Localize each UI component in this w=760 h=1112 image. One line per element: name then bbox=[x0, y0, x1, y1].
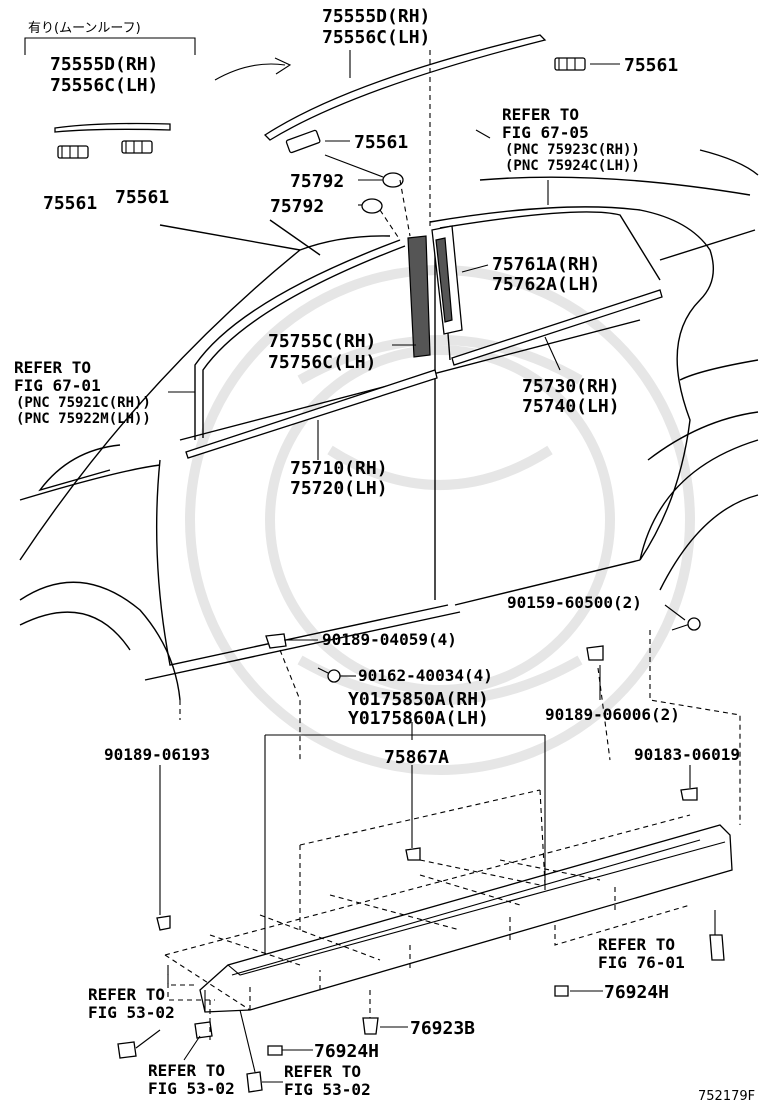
label-refer-fig7601-1: REFER TO bbox=[598, 935, 675, 954]
belt-moulding-75730 bbox=[451, 289, 663, 366]
label-refer-fig7601-2: FIG 76-01 bbox=[598, 953, 685, 972]
label-90189-06006: 90189-06006(2) bbox=[545, 705, 680, 724]
clip-90189-06006 bbox=[586, 645, 604, 661]
screw-fig5302-c bbox=[246, 1071, 263, 1093]
label-75710-rh: 75710(RH) bbox=[290, 458, 388, 479]
label-refer-fig6705-1: REFER TO bbox=[502, 105, 579, 124]
clip-75561-topright bbox=[554, 57, 586, 71]
label-refer-fig5302-c-2: FIG 53-02 bbox=[284, 1080, 371, 1099]
clip-75561-left-b bbox=[121, 140, 153, 154]
clip-76924h-bottom bbox=[267, 1045, 283, 1056]
label-90159-60500: 90159-60500(2) bbox=[507, 593, 642, 612]
bolt-90159-60500 bbox=[671, 617, 701, 631]
belt-moulding-75710 bbox=[185, 369, 438, 459]
moonroof-bracket: 有り(ムーンルーフ) bbox=[24, 21, 196, 55]
label-75762a-lh: 75762A(LH) bbox=[492, 274, 600, 295]
label-75561-topright: 75561 bbox=[624, 55, 678, 76]
label-refer-fig6701-4: (PNC 75922M(LH)) bbox=[16, 411, 151, 427]
label-90189-04059: 90189-04059(4) bbox=[322, 630, 457, 649]
label-75555d-rh-left: 75555D(RH) bbox=[50, 54, 158, 75]
label-76924h-right: 76924H bbox=[604, 982, 669, 1003]
clip-75561-mid bbox=[285, 129, 321, 154]
label-y0175860a-lh: Y0175860A(LH) bbox=[348, 708, 489, 729]
label-75756c-lh: 75756C(LH) bbox=[268, 352, 376, 373]
label-90162-40034: 90162-40034(4) bbox=[358, 666, 493, 685]
label-refer-fig6701-3: (PNC 75921C(RH)) bbox=[16, 395, 151, 411]
pillar-garnish-inner bbox=[435, 237, 453, 323]
label-75867a: 75867A bbox=[384, 747, 449, 768]
label-refer-fig5302-c-1: REFER TO bbox=[284, 1062, 361, 1081]
roof-moulding bbox=[263, 34, 547, 141]
label-y0175850a-rh: Y0175850A(RH) bbox=[348, 689, 489, 710]
label-75720-lh: 75720(LH) bbox=[290, 478, 388, 499]
label-75561-left-a: 75561 bbox=[43, 193, 97, 214]
label-76924h-bottom: 76924H bbox=[314, 1041, 379, 1062]
label-75556c-lh-top: 75556C(LH) bbox=[322, 27, 430, 48]
label-refer-fig6705-2: FIG 67-05 bbox=[502, 123, 589, 142]
part-labels: 75555D(RH) 75556C(LH) 75561 75561 75555D… bbox=[14, 6, 755, 1104]
label-refer-fig5302-a-1: REFER TO bbox=[88, 985, 165, 1004]
clip-76924h-right bbox=[554, 985, 569, 997]
clip-fig5302-b bbox=[194, 1021, 213, 1039]
label-90189-06193: 90189-06193 bbox=[104, 745, 210, 764]
screw-fig5302-a bbox=[117, 1041, 137, 1059]
label-75792-b: 75792 bbox=[270, 196, 324, 217]
clip-76923b bbox=[362, 1017, 379, 1035]
label-refer-fig6701-1: REFER TO bbox=[14, 358, 91, 377]
label-refer-fig6701-2: FIG 67-01 bbox=[14, 376, 101, 395]
screw-fig7601 bbox=[709, 934, 725, 961]
label-76923b: 76923B bbox=[410, 1018, 475, 1039]
label-refer-fig6705-3: (PNC 75923C(RH)) bbox=[505, 142, 640, 158]
label-75755c-rh: 75755C(RH) bbox=[268, 331, 376, 352]
rocker-dashed-grid bbox=[164, 789, 691, 1011]
diagram-code: 752179F bbox=[698, 1089, 755, 1104]
label-75556c-lh-left: 75556C(LH) bbox=[50, 75, 158, 96]
rocker-panel-assembly bbox=[199, 824, 733, 1013]
label-75740-lh: 75740(LH) bbox=[522, 396, 620, 417]
label-75561-left-b: 75561 bbox=[115, 187, 169, 208]
clip-90189-06193 bbox=[156, 915, 171, 931]
label-75761a-rh: 75761A(RH) bbox=[492, 254, 600, 275]
leader-lines bbox=[135, 50, 741, 1083]
label-refer-fig5302-b-2: FIG 53-02 bbox=[148, 1079, 235, 1098]
label-refer-fig5302-a-2: FIG 53-02 bbox=[88, 1003, 175, 1022]
arrow-head bbox=[274, 57, 292, 75]
screw-90162-40034 bbox=[327, 669, 341, 683]
label-75555d-rh-top: 75555D(RH) bbox=[322, 6, 430, 27]
clip-90183-06019 bbox=[680, 787, 698, 801]
clip-75561-left-a bbox=[57, 145, 89, 159]
clip-75867a bbox=[405, 847, 421, 861]
label-refer-fig5302-b-1: REFER TO bbox=[148, 1061, 225, 1080]
label-75730-rh: 75730(RH) bbox=[522, 376, 620, 397]
arrow-curve bbox=[214, 63, 286, 81]
clip-90189-04059 bbox=[265, 633, 287, 649]
car-body-outline bbox=[19, 149, 759, 701]
clip-75792-b bbox=[361, 198, 383, 214]
label-90183-06019: 90183-06019 bbox=[634, 745, 740, 764]
roof-moulding-moonroof bbox=[54, 122, 171, 133]
label-75792-a: 75792 bbox=[290, 171, 344, 192]
pillar-garnish-75755c bbox=[407, 235, 431, 358]
label-refer-fig6705-4: (PNC 75924C(LH)) bbox=[505, 158, 640, 174]
moonroof-note: 有り(ムーンルーフ) bbox=[28, 21, 141, 36]
label-75561-mid: 75561 bbox=[354, 132, 408, 153]
